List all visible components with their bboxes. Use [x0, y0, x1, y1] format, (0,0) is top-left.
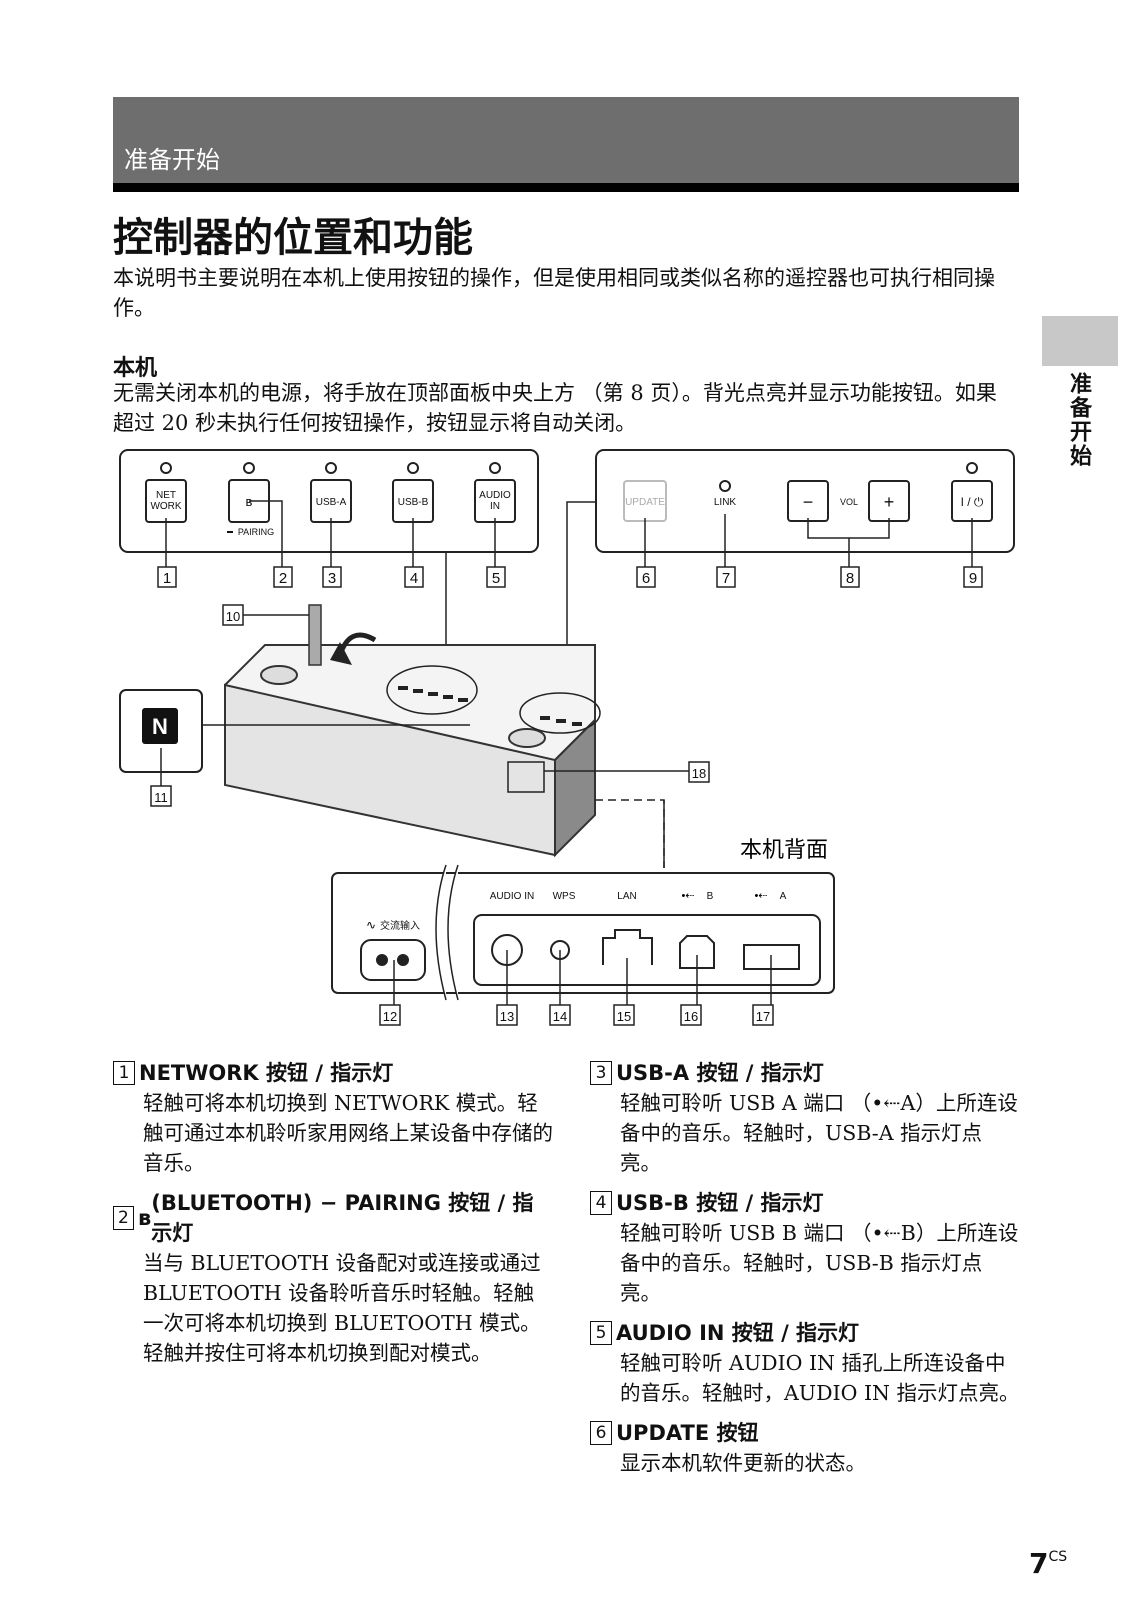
callout-10: 10	[226, 609, 240, 624]
item-number: 2	[113, 1206, 134, 1230]
pairing-label: PAIRING	[238, 527, 274, 537]
item-number: 3	[590, 1061, 612, 1085]
audio-label-2: IN	[490, 501, 500, 512]
indicator-usbb	[407, 462, 419, 474]
item-title: USB-B 按钮 / 指示灯	[616, 1191, 824, 1215]
banner-underline	[113, 183, 1019, 192]
unit-paragraph: 无需关闭本机的电源，将手放在顶部面板中央上方 （第 8 页）。背光点亮并显示功能…	[113, 381, 997, 435]
ac-wave-icon: ∿	[366, 918, 376, 932]
item-body: 轻触可聆听 AUDIO IN 插孔上所连设备中的音乐。轻触时，AUDIO IN …	[620, 1351, 1020, 1405]
page-number-value: 7	[1029, 1547, 1049, 1580]
usba-label: USB-A	[316, 497, 347, 508]
item-body: 轻触可将本机切换到 NETWORK 模式。轻触可通过本机聆听家用网络上某设备中存…	[143, 1091, 553, 1175]
usb-b-icon: •⇠	[681, 890, 694, 902]
callout-17: 17	[756, 1009, 770, 1024]
ac-in-label: 交流输入	[380, 919, 420, 932]
callout-1: 1	[163, 570, 171, 587]
plus-label: +	[884, 492, 895, 512]
antenna	[308, 604, 322, 666]
page-title: 控制器的位置和功能	[113, 215, 473, 261]
item-number: 1	[113, 1061, 135, 1085]
lan-label: LAN	[617, 891, 636, 902]
item-title: (BLUETOOTH) − PAIRING 按钮 / 指示灯	[151, 1191, 534, 1245]
link-indicator	[719, 480, 731, 492]
controls-diagram: NET WORK ʙ PAIRING USB-A USB-B AUDIO IN …	[119, 449, 1015, 1026]
usb-b-port-label: B	[707, 891, 714, 902]
unit-heading: 本机	[113, 356, 158, 381]
section-title: 准备开始	[124, 146, 220, 174]
callout-2: 2	[279, 570, 287, 587]
back-panel-label: 本机背面	[740, 837, 828, 862]
audio-in-port-label: AUDIO IN	[490, 891, 534, 902]
callout-12: 12	[383, 1009, 397, 1024]
item-number: 4	[590, 1191, 612, 1215]
item-number: 5	[590, 1321, 612, 1345]
power-indicator	[966, 462, 978, 474]
intro-paragraph: 本说明书主要说明在本机上使用按钮的操作，但是使用相同或类似名称的遥控器也可执行相…	[113, 266, 995, 320]
callout-4: 4	[410, 570, 418, 587]
minus-label: −	[803, 492, 814, 512]
usbb-label: USB-B	[398, 497, 429, 508]
item-number: 6	[590, 1421, 612, 1445]
side-tab-marker	[1042, 316, 1118, 366]
callout-6: 6	[642, 570, 650, 587]
callout-11: 11	[154, 790, 168, 805]
speaker-illustration	[224, 604, 689, 868]
item-title: NETWORK 按钮 / 指示灯	[139, 1061, 394, 1085]
svg-text:N: N	[152, 714, 168, 739]
item-body: 轻触可聆听 USB B 端口 （•⇠B）上所连设备中的音乐。轻触时，USB-B …	[620, 1221, 1019, 1305]
bluetooth-icon: ʙ	[137, 1206, 152, 1230]
indicator-bluetooth	[243, 462, 255, 474]
network-label-2: WORK	[150, 501, 181, 512]
nfc-icon	[142, 708, 178, 744]
right-touch-panel	[595, 449, 1015, 553]
back-panel	[331, 872, 835, 994]
callout-14: 14	[553, 1009, 567, 1024]
update-label: UPDATE	[625, 497, 665, 508]
callout-5: 5	[492, 570, 500, 587]
callout-15: 15	[617, 1009, 631, 1024]
page-suffix: CS	[1048, 1549, 1068, 1565]
item-title: UPDATE 按钮	[616, 1421, 759, 1445]
callout-8: 8	[846, 570, 854, 587]
section-banner	[113, 97, 1019, 183]
indicator-audio	[489, 462, 501, 474]
callout-7: 7	[722, 570, 730, 587]
item-body: 显示本机软件更新的状态。	[620, 1451, 866, 1475]
item-title: USB-A 按钮 / 指示灯	[616, 1061, 824, 1085]
side-tab-label: 准备开始	[1066, 372, 1091, 468]
vol-label: VOL	[840, 497, 858, 507]
page-number: 7CS	[1029, 1547, 1067, 1580]
wps-label: WPS	[553, 891, 576, 902]
callout-9: 9	[969, 570, 977, 587]
callout-13: 13	[500, 1009, 514, 1024]
left-touch-panel	[119, 449, 539, 553]
indicator-usba	[325, 462, 337, 474]
link-label: LINK	[714, 497, 737, 508]
callout-18: 18	[692, 766, 706, 781]
item-body: 当与 BLUETOOTH 设备配对或连接或通过 BLUETOOTH 设备聆听音乐…	[143, 1251, 541, 1365]
usb-a-icon: •⇠	[754, 890, 767, 902]
lan-port	[602, 929, 653, 965]
indicator-network	[160, 462, 172, 474]
ac-inlet	[360, 939, 426, 981]
power-icon: I / ⏻	[961, 495, 984, 509]
network-label-1: NET	[156, 490, 176, 501]
callout-3: 3	[328, 570, 336, 587]
usb-b-port	[679, 935, 715, 969]
item-body: 轻触可聆听 USB A 端口 （•⇠A）上所连设备中的音乐。轻触时，USB-A …	[620, 1091, 1018, 1175]
audio-label-1: AUDIO	[479, 490, 511, 501]
callout-16: 16	[684, 1009, 698, 1024]
item-title: AUDIO IN 按钮 / 指示灯	[616, 1321, 860, 1345]
usb-a-port-label: A	[780, 891, 787, 902]
